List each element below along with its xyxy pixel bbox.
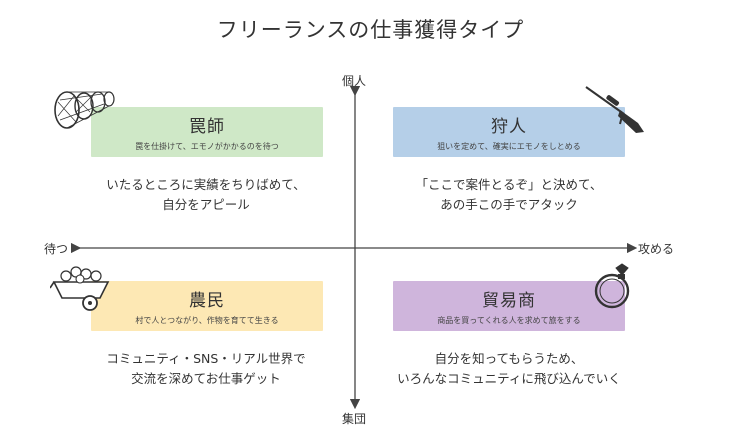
quadrant-subtitle: 罠を仕掛けて、エモノがかかるのを待つ [135,142,279,151]
quadrant-description-hunter: 「ここで案件とるぞ」と決めて、 あの手この手でアタック [415,177,603,212]
rifle-icon [585,86,644,133]
quadrant-subtitle: 村で人とつながり、作物を育てて生きる [135,316,279,325]
quadrant-description-trader: 自分を知ってもらうため、 いろんなコミュニティに飛び込んでいく [397,351,621,386]
quadrant-subtitle: 狙いを定めて、確実にエモノをしとめる [437,142,581,151]
quadrant-description-trapper: いたるところに実績をちりばめて、 自分をアピール [106,177,306,212]
diamond-ring-icon [594,263,630,309]
quadrant-name: 罠師 [189,117,225,137]
quadrant-description-farmer: コミュニティ・SNS・リアル世界で 交流を深めてお仕事ゲット [106,351,306,386]
net-trap-icon [54,91,115,129]
harvest-cart-icon [50,266,110,311]
axis-label-top: 個人 [342,74,367,88]
axis-label-right: 攻める [638,242,675,256]
quadrant-name: 狩人 [491,117,527,137]
quadrant-box-farmer: 農民 村で人とつながり、作物を育てて生きる [91,281,323,331]
quadrant-subtitle: 商品を買ってくれる人を求めて旅をする [437,316,581,325]
diagram-title: フリーランスの仕事獲得タイプ [216,18,525,42]
axis-label-bottom: 集団 [342,412,367,426]
quadrant-name: 貿易商 [482,291,536,311]
quadrant-name: 農民 [189,291,225,311]
quadrant-box-hunter: 狩人 狙いを定めて、確実にエモノをしとめる [393,107,625,157]
quadrant-box-trapper: 罠師 罠を仕掛けて、エモノがかかるのを待つ [91,107,323,157]
axis-label-left: 待つ [44,242,69,256]
quadrant-box-trader: 貿易商 商品を買ってくれる人を求めて旅をする [393,281,625,331]
